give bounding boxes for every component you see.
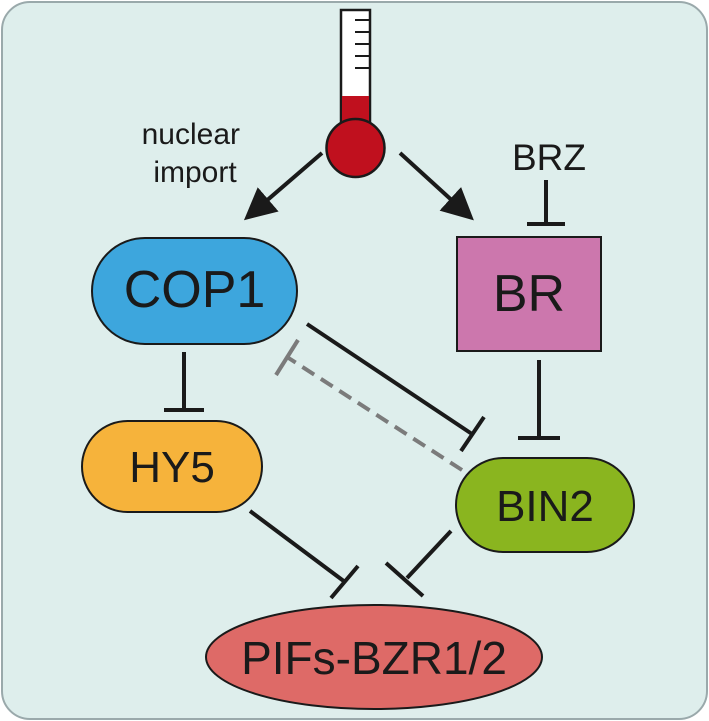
brz-label: BRZ [512, 137, 586, 178]
nuclear-label-line2: import [153, 156, 237, 189]
nuclear-import-label: nuclear import [142, 118, 249, 189]
br-label: BR [493, 265, 565, 323]
hy5-pifs-inhibition-bar [329, 564, 360, 600]
hy5-node [81, 420, 263, 513]
pifs-bzr-node [205, 604, 543, 710]
hy5-label: HY5 [129, 443, 215, 492]
cop1-node [91, 237, 298, 345]
cop1-bin2-inhibition-bar [459, 415, 486, 453]
hy5-pifs-inhibition-line [248, 509, 347, 584]
bin2-cop1-dashed-inhibition-line [285, 355, 464, 472]
activation-arrow-br [398, 151, 474, 221]
activation-arrow-cop1 [243, 151, 324, 221]
thermometer-icon [325, 8, 386, 179]
bin2-cop1-dashed-inhibition-bar [274, 338, 300, 377]
bin2-pifs-inhibition-bar [384, 561, 425, 598]
cop1-bin2-inhibition-line [305, 322, 474, 436]
br-node [456, 236, 602, 352]
bin2-node [455, 457, 635, 553]
bin2-label: BIN2 [496, 482, 594, 531]
pifs-bzr-label: PIFs-BZR1/2 [241, 632, 507, 684]
nuclear-label-line1: nuclear [142, 118, 240, 151]
bin2-pifs-inhibition-line [405, 529, 453, 580]
cop1-label: COP1 [124, 261, 266, 319]
